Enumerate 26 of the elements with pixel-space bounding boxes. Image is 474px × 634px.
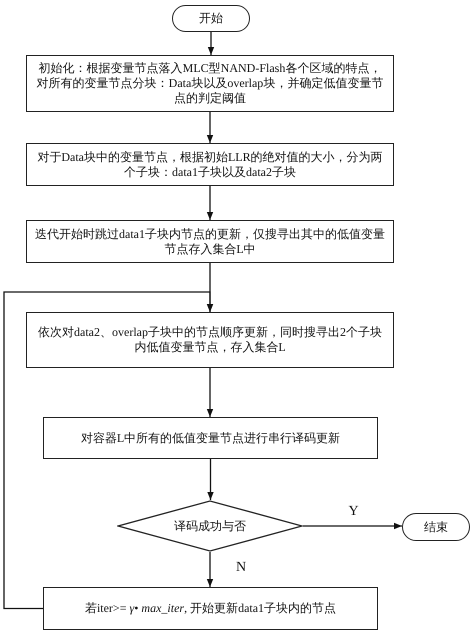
step-text: 开始 [199, 11, 223, 26]
step-text: 若iter>= γ• max_iter, 开始更新data1子块内的节点 [84, 601, 336, 616]
step-text: 对于Data块中的变量节点，根据初始LLR的绝对值的大小，分为两个子块：data1子块以及data2子块 [36, 150, 384, 180]
terminal-shape [402, 513, 470, 541]
step-text: 初始化：根据变量节点落入MLC型NAND-Flash各个区域的特点，对所有的变量节点分块：Data块以及overlap块，并确定低值变量节点的判定阈值 [36, 61, 384, 106]
process-box [43, 587, 378, 630]
process-box [43, 417, 378, 459]
arrow [303, 522, 402, 530]
process-box [26, 143, 394, 186]
step-text: 结束 [424, 520, 448, 534]
arrow [206, 112, 214, 143]
arrow [3, 291, 214, 610]
decision-diamond [117, 500, 303, 552]
arrow [208, 32, 214, 55]
process-box [26, 220, 394, 263]
arrow [207, 459, 214, 500]
process-box [26, 55, 394, 112]
step-text: 对容器L中所有的低值变量节点进行串行译码更新 [80, 430, 340, 446]
terminal-shape [172, 5, 250, 32]
step-text: 译码成功与否 [174, 518, 246, 534]
process-box [26, 312, 394, 368]
arrow [206, 552, 214, 587]
step-text: 迭代开始时跳过data1子块内节点的更新，仅搜寻出其中的低值变量节点存入集合L中 [34, 226, 386, 256]
step-text: 依次对data2、overlap子块中的节点顺序更新，同时搜寻出2个子块内低值变量节点，存入集合L [37, 325, 383, 355]
arrow [206, 186, 214, 220]
arrow [206, 368, 214, 417]
